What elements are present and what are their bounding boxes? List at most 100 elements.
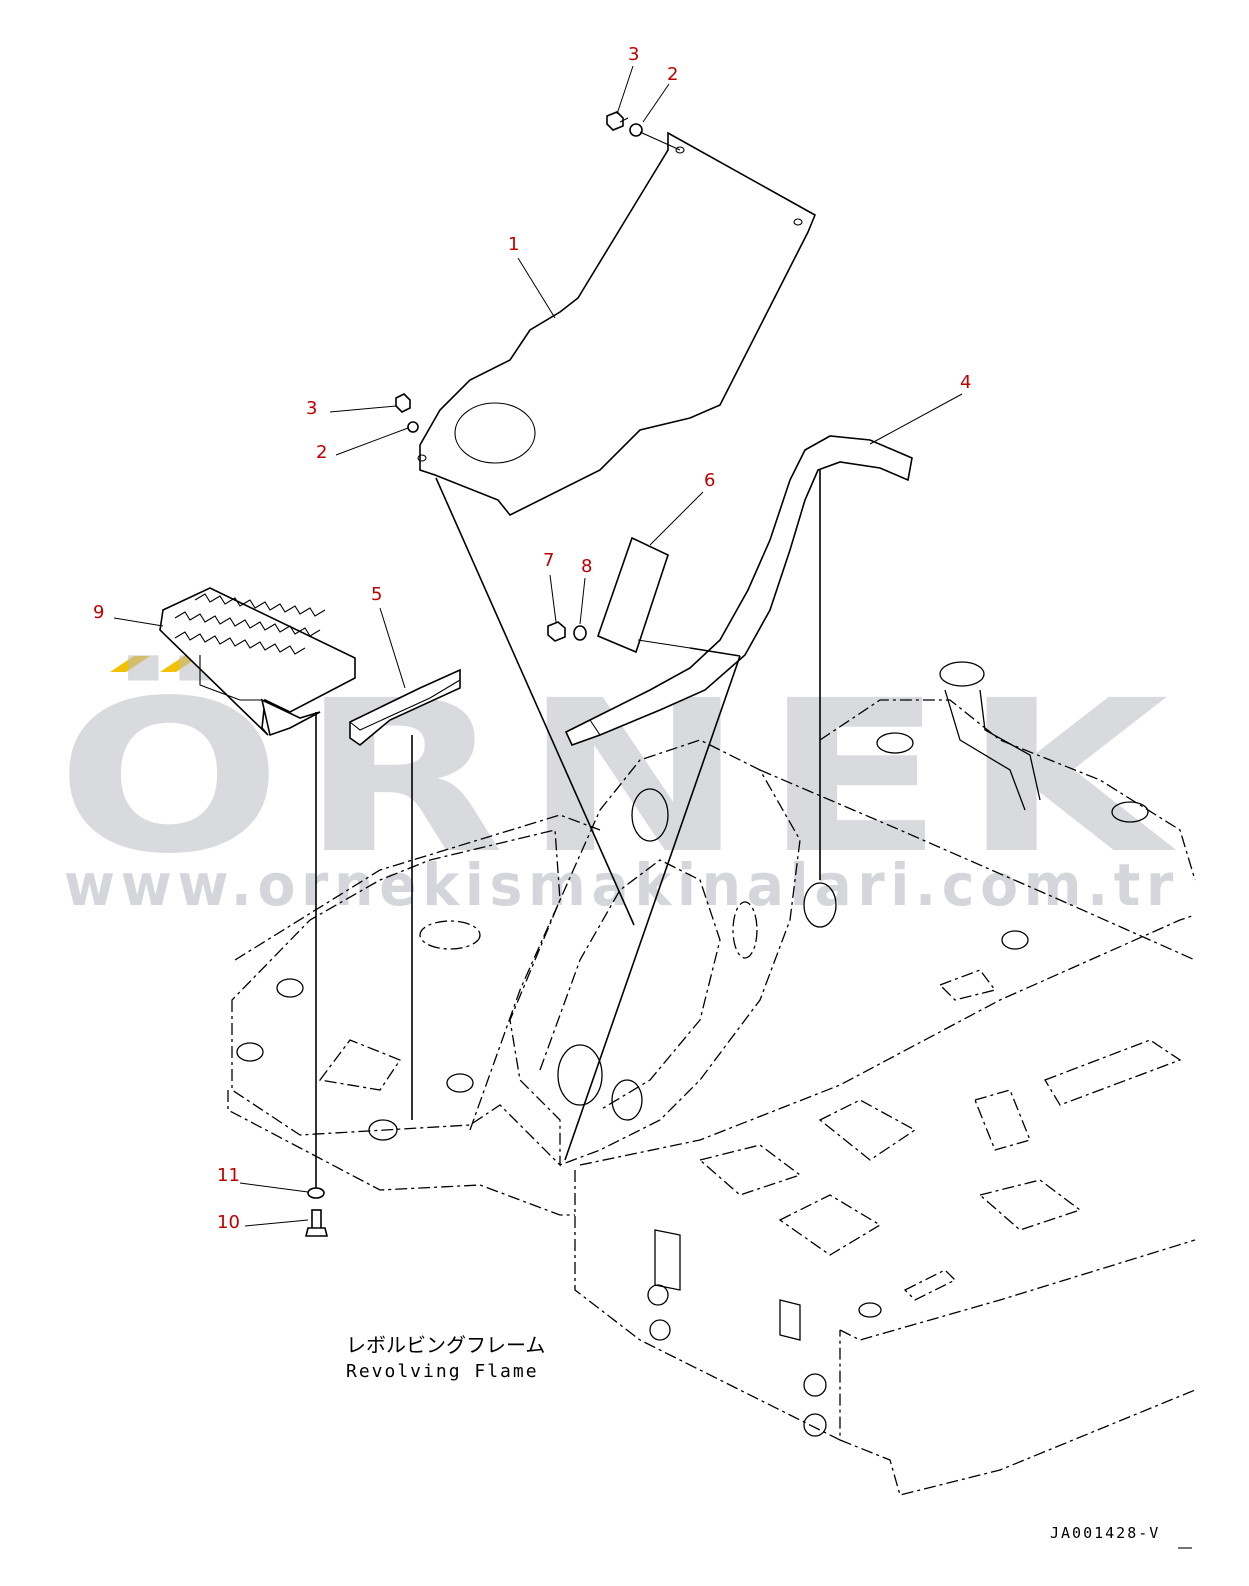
step-bracket-foot <box>260 698 321 737</box>
callout-3: 3 <box>628 44 639 65</box>
boom-pin-bore <box>611 1079 643 1121</box>
cover-bolt-hole <box>417 454 427 462</box>
mount-boss <box>276 978 304 998</box>
assembly-line <box>564 655 741 1161</box>
bolt-icon <box>547 621 566 642</box>
part-9-step <box>159 587 356 737</box>
leader-line <box>329 405 397 413</box>
deck-cutout <box>818 1099 917 1161</box>
bolt-icon <box>606 111 624 131</box>
boom-pin-bore <box>557 1044 603 1106</box>
mount-boss <box>1111 801 1149 823</box>
mount-boss <box>858 1302 882 1318</box>
washer-icon <box>307 1187 325 1199</box>
leader-line <box>642 83 670 123</box>
frame-pipe <box>979 689 1041 801</box>
boom-pin-bore <box>631 788 669 842</box>
mount-boss <box>803 1373 827 1397</box>
callout-8: 8 <box>581 556 592 577</box>
callout-4: 4 <box>960 372 971 393</box>
frame-rear-arc <box>819 699 1196 881</box>
seal-end <box>589 719 601 736</box>
mount-boss <box>368 1119 398 1141</box>
frame-hole <box>419 920 481 950</box>
leader-line <box>616 65 634 115</box>
leader-line <box>649 491 704 546</box>
rubber-block <box>349 668 461 747</box>
frame-right-front <box>574 1170 841 1442</box>
fasteners-left <box>395 393 419 433</box>
frame-right-bottom <box>839 1389 1196 1496</box>
step-bracket <box>199 655 262 701</box>
deck-cutout <box>1044 1039 1182 1106</box>
mount-boss <box>876 732 914 754</box>
frame-right-deck <box>579 914 1196 1166</box>
frame-caption: レボルビングフレーム Revolving Flame <box>346 1333 545 1382</box>
deck-cutout <box>978 1179 1082 1231</box>
fasteners-7-8 <box>547 621 587 642</box>
bolt-icon <box>395 393 411 413</box>
deck-cutout <box>938 969 997 1001</box>
rubber-block-face <box>349 679 461 731</box>
callout-7: 7 <box>543 550 554 571</box>
revolving-frame <box>227 661 1196 1496</box>
frame-rear-inner <box>759 769 1196 961</box>
leader-line <box>113 617 164 627</box>
leader-line <box>869 393 963 445</box>
deck-cutout <box>974 1089 1031 1151</box>
watermark-url: www.ornekismakinalari.com.tr <box>64 851 1179 919</box>
caption-english: Revolving Flame <box>346 1361 539 1382</box>
mount-boss <box>236 1042 264 1062</box>
fasteners-top <box>606 111 681 151</box>
leader-line <box>549 574 557 623</box>
deck-cutout <box>903 1269 957 1301</box>
small-plate <box>596 536 669 654</box>
seal-strip <box>564 435 913 746</box>
assembly-line <box>689 647 741 657</box>
frame-left-deck <box>231 829 561 1167</box>
mount-boss <box>446 1073 474 1093</box>
leader-line <box>379 607 406 689</box>
mount-boss <box>1001 930 1029 950</box>
fasteners-10-11 <box>304 1187 329 1237</box>
part-6-plate <box>596 536 741 657</box>
frame-slot <box>732 901 758 959</box>
step-serration <box>194 593 326 617</box>
deck-cutout <box>698 1144 802 1196</box>
frame-pipe <box>944 689 1026 811</box>
frame-left-rim <box>234 814 601 961</box>
washer-icon <box>407 421 419 433</box>
watermark-accent-left <box>110 656 150 672</box>
cover-access-hole <box>454 402 536 464</box>
washer-icon <box>573 625 587 641</box>
callout-1: 1 <box>508 234 519 255</box>
callout-2: 2 <box>667 64 678 85</box>
assembly-line <box>639 131 681 151</box>
part-5-block <box>349 668 461 747</box>
callout-11: 11 <box>217 1165 240 1186</box>
drawing-id: JA001428-V <box>1050 1524 1160 1542</box>
cover-bolt-hole <box>675 146 685 154</box>
part-1-cover <box>417 131 817 517</box>
deck-cutout <box>778 1194 882 1256</box>
caption-japanese: レボルビングフレーム <box>346 1333 545 1357</box>
step-tread <box>159 587 356 736</box>
cover-bolt-hole <box>793 218 803 226</box>
front-wall-plate <box>779 1299 801 1341</box>
cover-plate <box>419 131 817 517</box>
front-wall-plate <box>654 1229 681 1291</box>
frame-right-top-edge <box>839 1239 1196 1341</box>
leader-lines <box>113 65 963 1227</box>
leader-line <box>244 1219 309 1227</box>
leader-line <box>517 257 556 319</box>
callout-6: 6 <box>704 470 715 491</box>
deck-cutout <box>318 1039 401 1091</box>
mount-boss <box>803 1413 827 1437</box>
frame-left-edge <box>227 1090 575 1216</box>
frame-boom-inner <box>539 859 721 1111</box>
assembly-line <box>637 639 691 649</box>
callout-2: 2 <box>316 442 327 463</box>
mount-boss <box>647 1284 669 1306</box>
step-serration <box>174 631 306 655</box>
